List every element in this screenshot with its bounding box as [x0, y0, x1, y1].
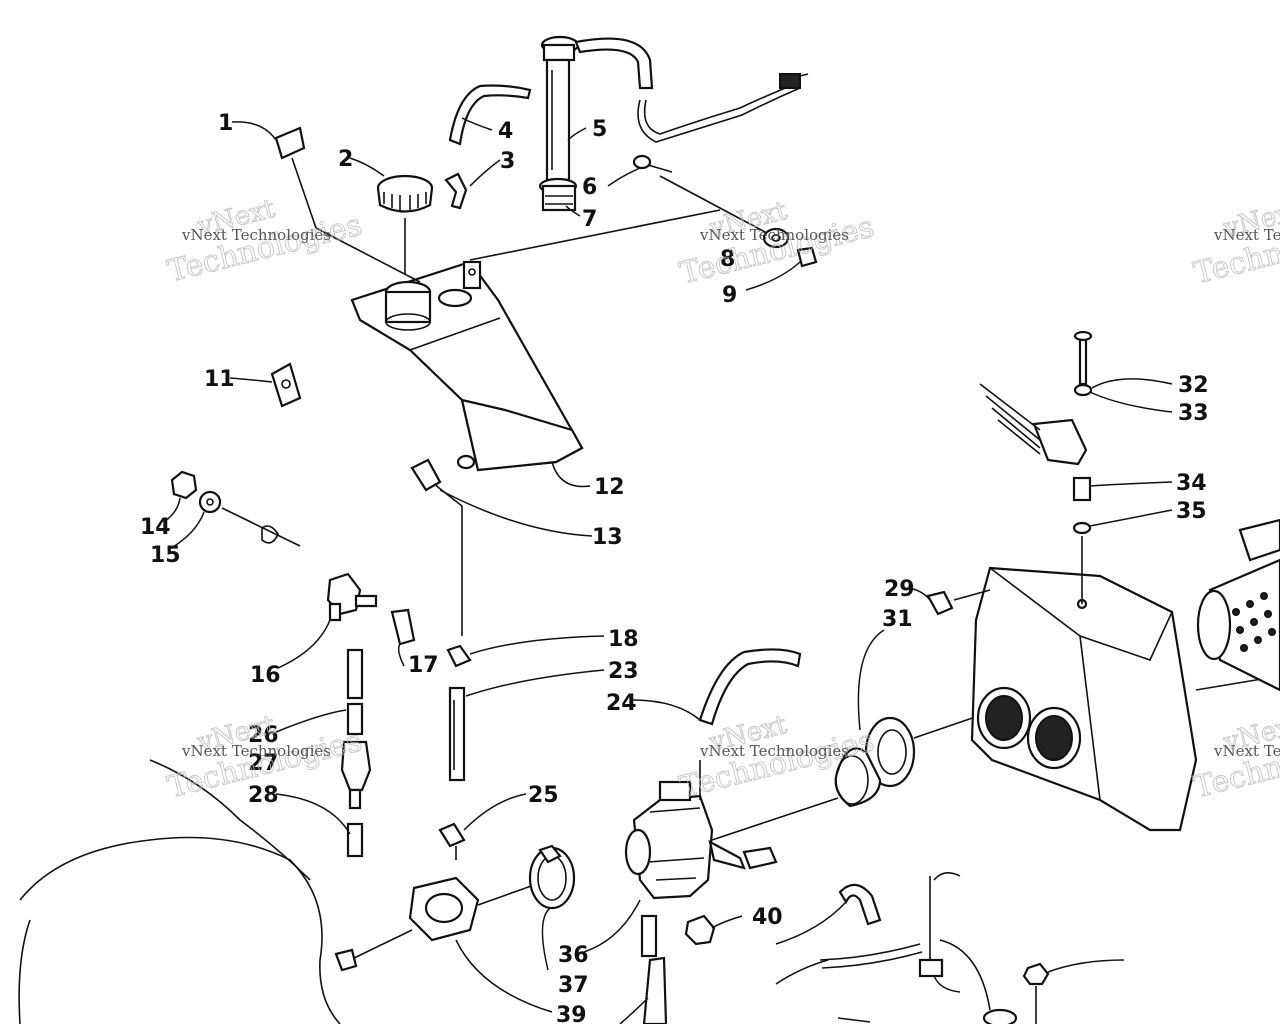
callout-12-top: 18 [608, 627, 639, 652]
fill-cap [376, 174, 434, 275]
callout-13: 23 [608, 659, 639, 684]
screw [632, 154, 781, 241]
oil-tank [350, 260, 584, 472]
callout-37: 32 [1178, 373, 1209, 398]
watermark-caption: vNext Technologies [181, 742, 331, 760]
callout-17-b: 24 [606, 691, 637, 716]
callout-17-d: 28 [248, 783, 279, 808]
callout-34: 35 [1176, 499, 1207, 524]
callout-18: 31 [882, 607, 913, 632]
decal [270, 362, 302, 408]
callout-40: 7 [582, 207, 597, 232]
leader-lines [163, 117, 1173, 1024]
fuel-filter-hoses [340, 648, 372, 858]
cable-bracket [819, 876, 1050, 1024]
callout-31: 16 [250, 663, 281, 688]
callout-4: 3 [500, 149, 515, 174]
callout-15: 37 [558, 973, 589, 998]
callout-39: 6 [582, 175, 597, 200]
callout-8: 15 [150, 543, 181, 568]
fuel-hose-top [698, 648, 802, 726]
callout-2: 2 [338, 147, 353, 172]
callout-17-a: 17 [408, 653, 439, 678]
watermark-caption: vNext Technologies [1213, 226, 1280, 244]
connector-hardware [979, 330, 1093, 604]
callout-35: 34 [1176, 471, 1207, 496]
drain-hose [640, 914, 716, 1024]
oil-level-sensor [538, 35, 809, 212]
callout-7: 1 [218, 111, 233, 136]
callout-36: 33 [1178, 401, 1209, 426]
callout-17-c: 26 [248, 723, 279, 748]
oil-line [438, 644, 472, 860]
intake-flange [349, 876, 549, 961]
clamp-band [528, 844, 576, 910]
callout-5: 4 [498, 119, 513, 144]
watermark-caption: vNext Technologies [699, 742, 849, 760]
callout-33: 8 [720, 247, 735, 272]
carburetor [624, 760, 839, 900]
intake-boot [834, 711, 991, 808]
callout-12-bottom: 25 [528, 783, 559, 808]
watermark-caption: vNext Technologies [181, 226, 331, 244]
air-silencer [926, 566, 1280, 832]
outlet-fitting [410, 458, 463, 507]
callout-11: 13 [592, 525, 623, 550]
tee-fitting [326, 572, 416, 646]
callout-6: 5 [592, 117, 607, 142]
callout-24-top: 9 [722, 283, 737, 308]
callout-labels: 1 2 3 4 5 6 7 8 9 11 12 13 14 15 16 17 1… [140, 111, 1209, 1024]
nut-washer-left [170, 470, 301, 547]
callout-16: 36 [558, 943, 589, 968]
perforated-silencer [1196, 518, 1280, 692]
callout-9: 29 [884, 577, 915, 602]
elbow-fitting [444, 172, 468, 210]
callout-1: 12 [594, 475, 625, 500]
engine-outline [18, 759, 358, 1024]
callout-32: 14 [140, 515, 171, 540]
callout-23: 11 [204, 367, 235, 392]
washer-nut [762, 227, 818, 268]
watermark-caption: vNext Technologies [1213, 742, 1280, 760]
vent-hose [448, 84, 532, 146]
hose-clip [274, 126, 306, 160]
callout-29: 27 [248, 751, 279, 776]
watermark-caption: vNext Technologies [699, 226, 849, 244]
callout-14: 39 [556, 1003, 587, 1024]
callout-3: 40 [752, 905, 783, 930]
